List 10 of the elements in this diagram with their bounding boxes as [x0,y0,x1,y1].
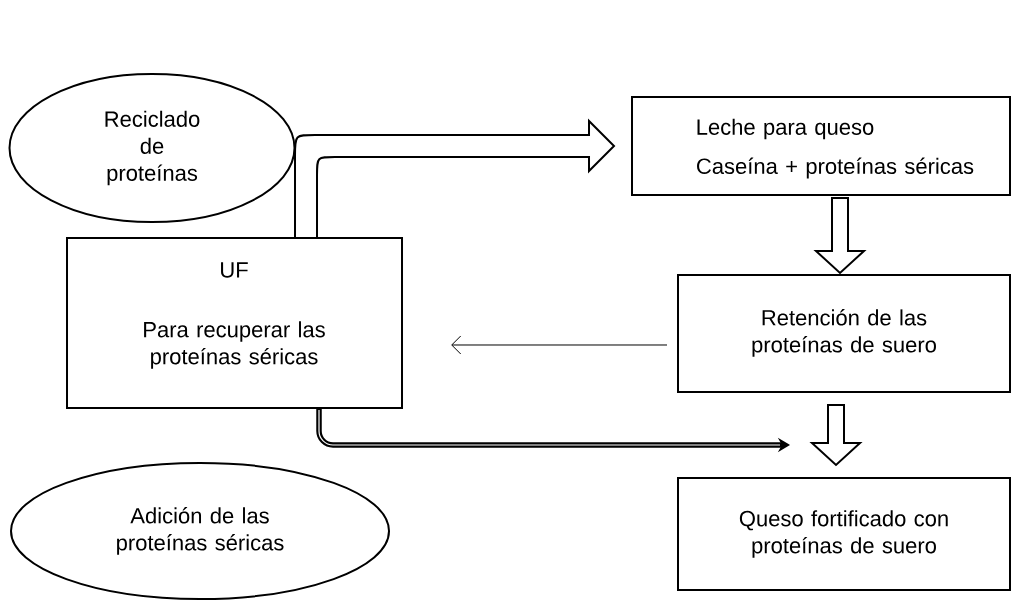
process-box: Queso fortificado con proteínas de suero [677,477,1011,591]
oval-node: Adición de las proteínas séricas [10,462,390,600]
process-box: Retención de las proteínas de suero [677,274,1011,393]
process-box: Leche para queso Caseína + proteínas séricas [631,96,1011,196]
block-arrow [809,404,863,467]
block-arrow [294,120,615,239]
process-box: UF Para recuperar las proteínas séricas [66,237,403,409]
block-arrow [813,197,867,275]
arrow [451,335,668,355]
oval-node: Reciclado de proteínas [8,73,296,223]
